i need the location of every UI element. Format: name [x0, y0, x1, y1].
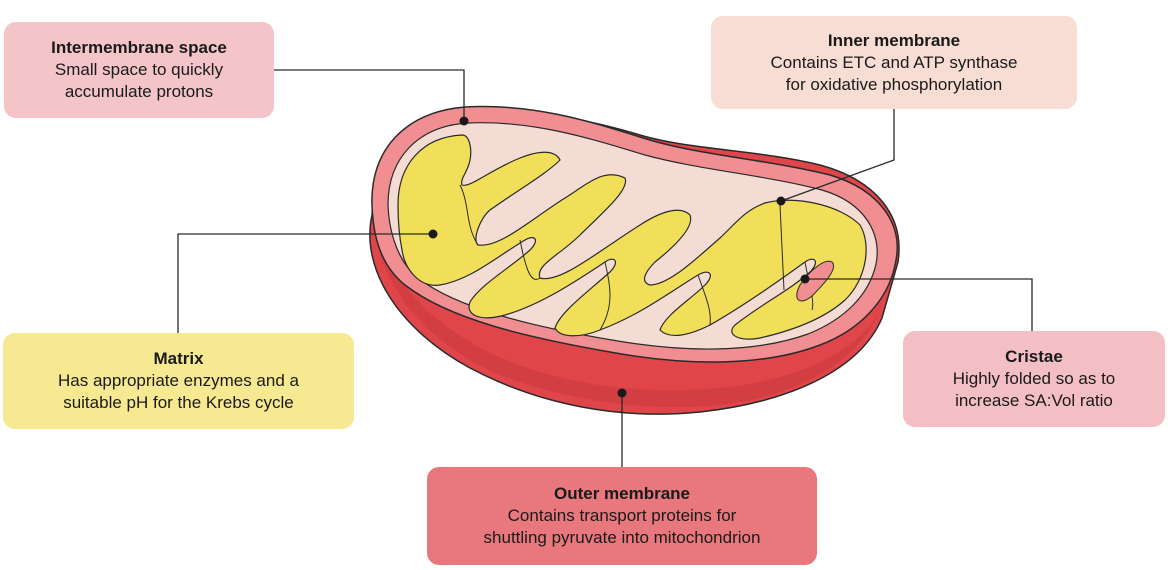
dot-cristae: [800, 274, 810, 284]
intermembrane-space-callout: Intermembrane space Small space to quick…: [4, 22, 274, 118]
cristae-description: Highly folded so as to increase SA:Vol r…: [952, 369, 1116, 410]
leader-line-intermembrane: [274, 69, 465, 120]
outer-membrane-callout: Outer membrane Contains transport protei…: [427, 467, 817, 565]
pointer-dots: [428, 116, 810, 398]
dot-outer: [617, 388, 627, 398]
inner-membrane-title: Inner membrane: [827, 30, 961, 50]
matrix-callout: Matrix Has appropriate enzymes and a sui…: [3, 333, 354, 429]
inner-membrane-callout: Inner membrane Contains ETC and ATP synt…: [711, 16, 1077, 109]
leader-line-cristae: [805, 278, 1033, 331]
dot-inner: [776, 196, 786, 206]
matrix-region: [397, 134, 867, 340]
outer-membrane-description: Contains transport proteins for shuttlin…: [483, 506, 761, 547]
dot-matrix: [428, 229, 438, 239]
outer-membrane-title: Outer membrane: [553, 484, 691, 503]
cristae-folds: [459, 184, 814, 331]
matrix-description: Has appropriate enzymes and a suitable p…: [58, 371, 299, 412]
cristae-detail: [796, 260, 834, 302]
intermembrane-space-title: Intermembrane space: [51, 38, 227, 57]
inner-membrane-description: Contains ETC and ATP synthase for oxidat…: [770, 52, 1018, 94]
dot-intermembrane: [459, 116, 469, 126]
cristae-callout: Cristae Highly folded so as to increase …: [903, 331, 1165, 427]
leader-lines: [177, 69, 1033, 467]
matrix-title: Matrix: [153, 349, 204, 368]
cristae-title: Cristae: [1005, 347, 1063, 366]
leader-line-inner: [780, 109, 895, 202]
leader-line-matrix: [177, 233, 432, 333]
intermembrane-space-description: Small space to quickly accumulate proton…: [54, 60, 224, 101]
